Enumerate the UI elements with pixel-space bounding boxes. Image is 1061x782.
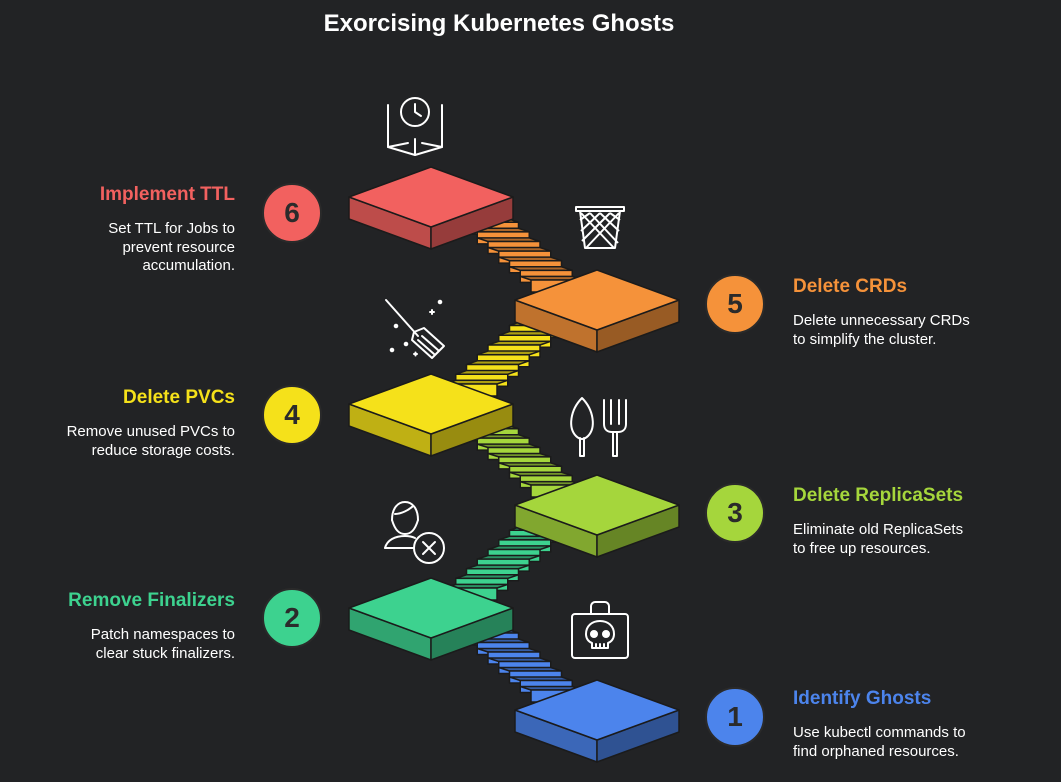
platform-1-top	[514, 679, 680, 741]
step-5-number-badge: 5	[705, 274, 765, 334]
step-4-text: Delete PVCs Remove unused PVCs to reduce…	[67, 386, 235, 460]
step-6-number-badge: 6	[262, 183, 322, 243]
shovel-fork-icon	[570, 397, 627, 457]
broom-sparkle-icon	[385, 299, 445, 359]
step-1-text: Identify Ghosts Use kubectl commands to …	[793, 687, 966, 761]
platform-2-top	[348, 577, 514, 639]
platform-3-top	[514, 474, 680, 536]
skull-bag-icon	[571, 601, 629, 659]
step-3-text: Delete ReplicaSets Eliminate old Replica…	[793, 484, 963, 558]
step-4-number-badge: 4	[262, 385, 322, 445]
clock-book-icon	[387, 97, 443, 156]
step-6-text: Implement TTL Set TTL for Jobs to preven…	[100, 183, 235, 276]
step-5-title: Delete CRDs	[793, 276, 908, 297]
step-2-text: Remove Finalizers Patch namespaces to cl…	[68, 589, 235, 663]
step-2-title: Remove Finalizers	[68, 590, 235, 611]
step-1-number-badge: 1	[705, 687, 765, 747]
trash-basket-icon	[575, 206, 625, 249]
platform-5-top	[514, 269, 680, 331]
step-4-description: Remove unused PVCs to reduce storage cos…	[66, 423, 235, 459]
step-5-description: Delete unnecessary CRDs to simplify the …	[793, 312, 970, 348]
step-6-description: Set TTL for Jobs to prevent resource acc…	[108, 220, 235, 274]
step-4-title: Delete PVCs	[123, 387, 235, 408]
step-2-number-badge: 2	[262, 588, 322, 648]
step-2-description: Patch namespaces to clear stuck finalize…	[90, 626, 235, 662]
platform-6-top	[348, 166, 514, 228]
person-remove-icon	[384, 501, 445, 564]
platform-4-top	[348, 373, 514, 435]
page-title: Exorcising Kubernetes Ghosts	[323, 10, 675, 37]
step-3-number-badge: 3	[705, 483, 765, 543]
step-5-text: Delete CRDs Delete unnecessary CRDs to s…	[793, 275, 970, 349]
step-3-title: Delete ReplicaSets	[793, 485, 964, 506]
step-1-description: Use kubectl commands to find orphaned re…	[793, 724, 966, 760]
step-3-description: Eliminate old ReplicaSets to free up res…	[793, 521, 964, 557]
step-1-title: Identify Ghosts	[793, 688, 932, 709]
step-6-title: Implement TTL	[99, 184, 235, 205]
